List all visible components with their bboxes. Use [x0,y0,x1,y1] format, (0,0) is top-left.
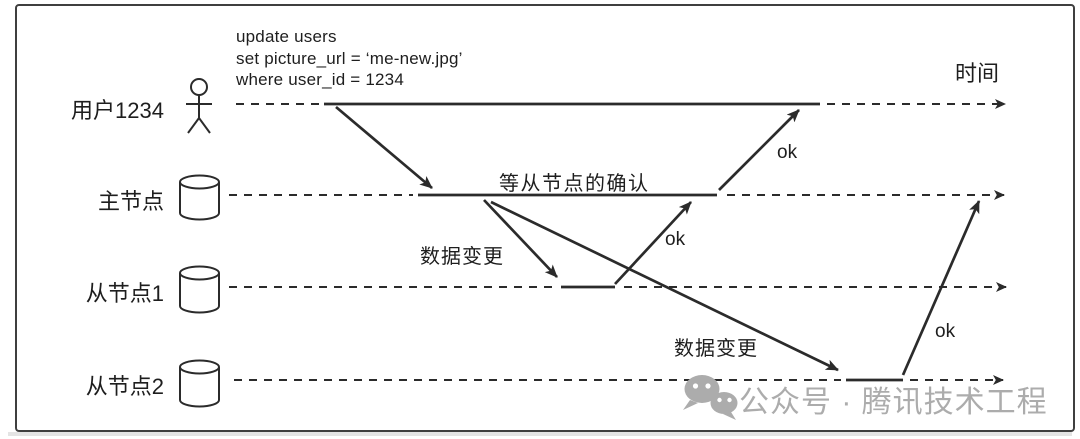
database-icon [179,359,220,408]
data-change-arrow-replica2 [490,200,839,372]
ok-arrow-replica2-to-master [901,200,981,376]
ok-arrow-replica1-to-master [614,201,692,285]
actor-label-replica2: 从节点2 [85,374,164,399]
ok-arrow-master-to-user [718,109,800,191]
sql-query-line2: set picture_url = ‘me-new.jpg’ [236,48,463,68]
sql-query-line1: update users [236,27,337,46]
sql-query-line3: where user_id = 1234 [236,70,404,89]
actor-label-user: 用户1234 [71,98,164,123]
data-change-label-2: 数据变更 [674,338,758,360]
ok-label-user: ok [777,142,798,163]
person-icon [186,78,212,134]
ok-label-replica2: ok [935,321,956,342]
ok-label-replica1: ok [665,229,686,250]
actor-label-replica1: 从节点1 [85,281,164,306]
database-icon [179,265,220,314]
database-icon [179,174,220,221]
wait-ack-label: 等从节点的确认 [499,173,650,195]
update-request-arrow [335,105,433,190]
data-change-arrow-replica1 [483,199,558,278]
time-axis-label: 时间 [955,61,1000,86]
page-bottom-edge [8,432,1072,436]
sql-query: update users set picture_url = ‘me-new.j… [236,26,463,91]
actor-label-master: 主节点 [97,189,164,214]
watermark-text: 公众号 · 腾讯技术工程 [739,386,1048,419]
data-change-label-1: 数据变更 [420,246,504,268]
wechat-icon [683,375,738,420]
